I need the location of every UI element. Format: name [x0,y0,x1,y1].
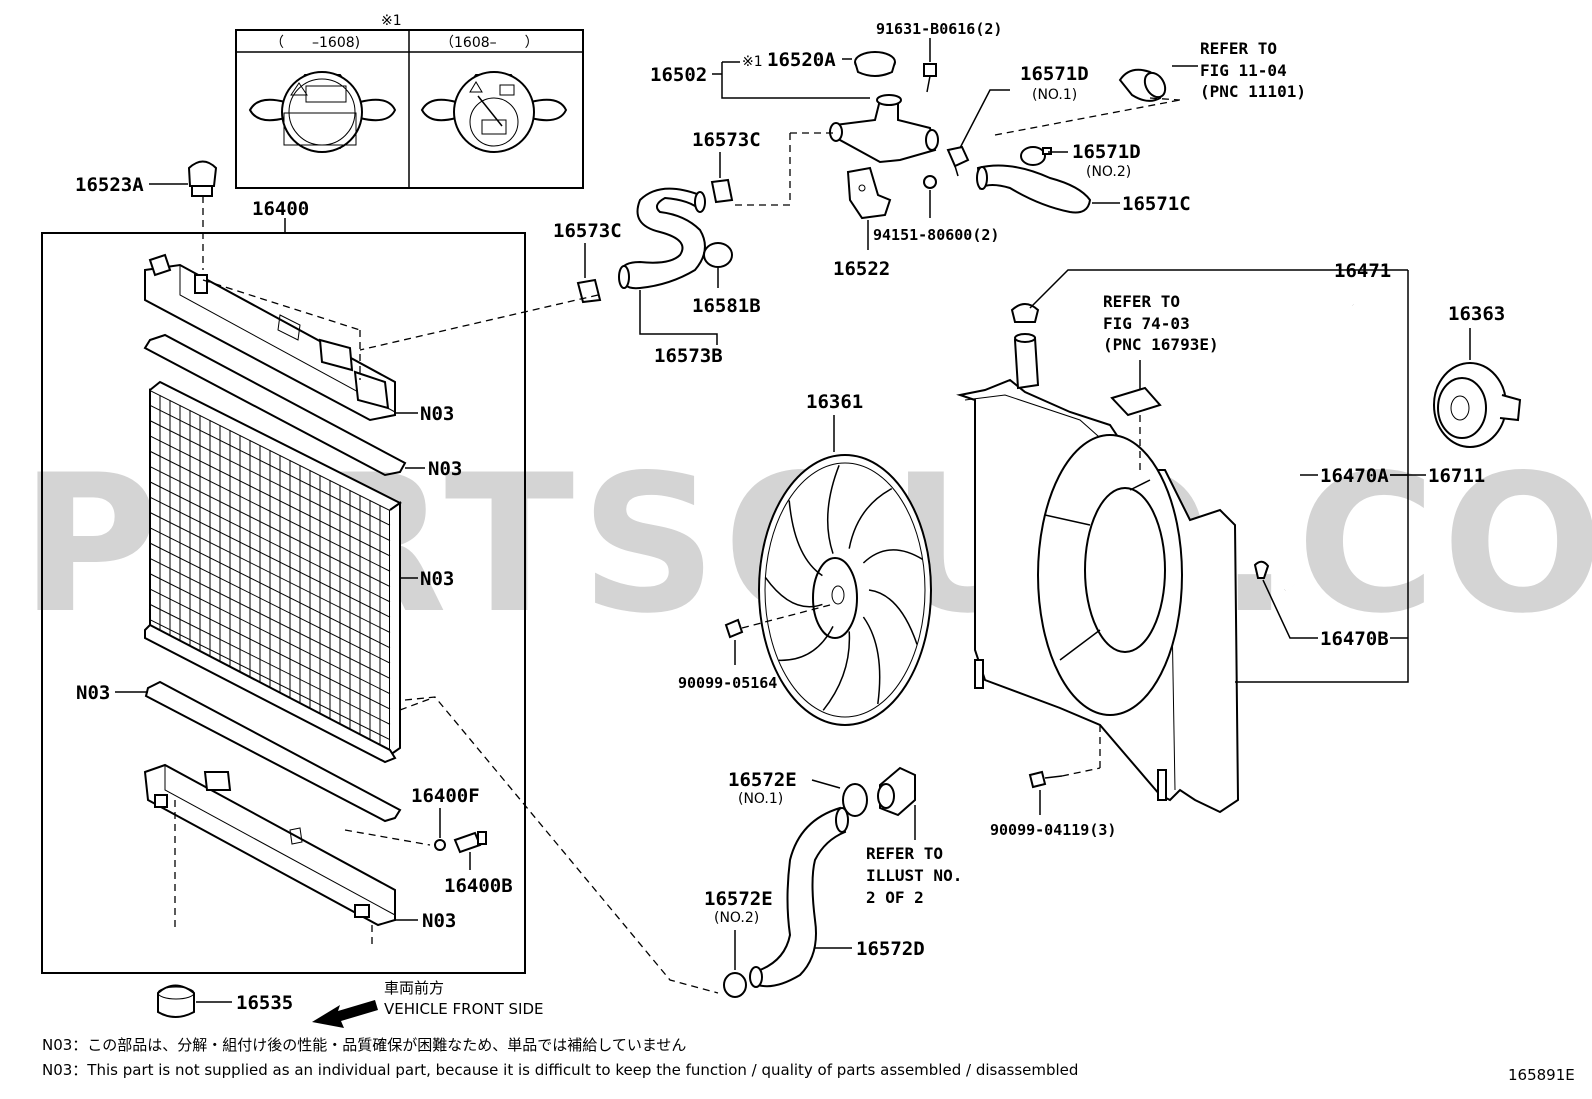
figure-id: 165891E [1508,1066,1575,1084]
note-en: N03：This part is not supplied as an indi… [42,1061,1078,1079]
label-16571D-2-sub: (NO.2) [1086,164,1131,180]
part-16400B [453,831,487,854]
part-water-inlet [877,766,916,817]
vehicle-front-en: VEHICLE FRONT SIDE [384,1000,544,1018]
part-16502 [829,94,939,164]
label-16573B: 16573B [654,345,723,367]
label-16523A: 16523A [75,174,144,196]
label-16572E-1-sub: (NO.1) [738,791,783,807]
label-16361: 16361 [806,391,863,413]
label-16573C-1: 16573C [692,129,761,151]
upper-gasket [143,333,407,477]
lower-tank [143,763,396,927]
label-16581B: 16581B [692,295,761,317]
label-16470B: 16470B [1320,628,1389,650]
part-16573C-2 [576,278,602,304]
lower-gasket [144,680,402,823]
vehicle-front-arrow-icon [312,1000,378,1028]
refer-fig7403-line3: (PNC 16793E) [1103,335,1219,354]
part-16470B [1253,560,1270,579]
label-16571D-2: 16571D [1072,141,1141,163]
label-16400F: 16400F [411,785,480,807]
label-N03-a: N03 [420,403,454,425]
part-16571D-1 [946,145,970,177]
label-16363: 16363 [1448,303,1505,325]
refer-illust-line1: REFER TO [866,844,943,863]
refer-fig1104-line1: REFER TO [1200,39,1277,58]
label-N03-c: N03 [420,568,454,590]
label-16572E-2: 16572E [704,888,773,910]
upper-tank [144,253,396,422]
part-16581B [703,242,733,268]
label-tag [1110,386,1162,417]
radiator-assembly: 16400 16523A N03 N03 [41,160,526,974]
part-16400F [434,839,446,851]
label-16520A-mark: ※1 [742,54,763,70]
part-16471 [1010,303,1040,323]
cap-icon-old [248,71,397,153]
part-16573C-1 [710,178,734,204]
label-16522: 16522 [833,258,890,280]
part-engine-ref [1118,68,1167,102]
label-N03-e: N03 [422,910,456,932]
label-16400B: 16400B [444,875,513,897]
label-90099-05164: 90099-05164 [678,674,777,692]
part-90099-04119 [1028,770,1063,789]
label-16520A: 16520A [767,49,836,71]
cap-icon-new [420,71,568,153]
label-16573C-2: 16573C [553,220,622,242]
part-16363-motor [1433,362,1522,448]
refer-fig1104-line3: (PNC 11101) [1200,82,1306,101]
note-jp: N03：この部品は、分解・組付け後の性能・品質確保が困難なため、単品では補給して… [42,1036,686,1054]
vehicle-front-jp: 車両前方 [384,979,444,997]
part-16520A [854,51,896,77]
label-16471: 16471 [1334,260,1391,282]
part-16361-fan [758,454,932,726]
refer-illust-line3: 2 OF 2 [866,888,924,907]
label-N03-b: N03 [428,458,462,480]
label-16572E-1: 16572E [728,769,797,791]
label-N03-d: N03 [76,682,110,704]
part-16571D-2 [1020,146,1052,166]
cap-inset-left-header: （ –1608) [270,35,360,51]
refer-fig7403-line1: REFER TO [1103,292,1180,311]
label-16400: 16400 [252,198,309,220]
label-16571D-1: 16571D [1020,63,1089,85]
label-16711: 16711 [1428,465,1485,487]
label-16502: 16502 [650,64,707,86]
radiator-assembly-frame [41,232,526,974]
label-90099-04119: 90099-04119(3) [990,821,1116,839]
part-16522 [846,166,892,220]
refer-fig1104-line2: FIG 11-04 [1200,61,1287,80]
label-16535: 16535 [236,992,293,1014]
part-16535 [157,984,195,1018]
refer-illust-line2: ILLUST NO. [866,866,962,885]
cap-inset-mark: ※1 [381,13,402,29]
part-90099-05164 [724,618,744,639]
part-94151 [923,175,937,189]
part-16523A [187,160,218,197]
part-16571C [976,164,1092,214]
label-16572E-2-sub: (NO.2) [714,910,759,926]
label-94151-80600: 94151-80600(2) [873,226,999,244]
part-16572E-1 [842,783,868,817]
label-91631-B0616: 91631-B0616(2) [876,20,1002,38]
label-16571C: 16571C [1122,193,1191,215]
part-91631 [923,63,937,93]
part-16572E-2 [723,972,747,998]
cap-inset-right-header: （1608– ） [440,35,539,51]
label-16572D: 16572D [856,938,925,960]
label-16571D-1-sub: (NO.1) [1032,87,1077,103]
part-16573B [618,187,706,290]
radiator-core [144,380,402,764]
radiator-cap-inset: ※1 （ –1608) （1608– ） [235,13,584,189]
part-16711-shroud [956,333,1240,814]
label-16470A: 16470A [1320,465,1389,487]
refer-fig7403-line2: FIG 74-03 [1103,314,1190,333]
